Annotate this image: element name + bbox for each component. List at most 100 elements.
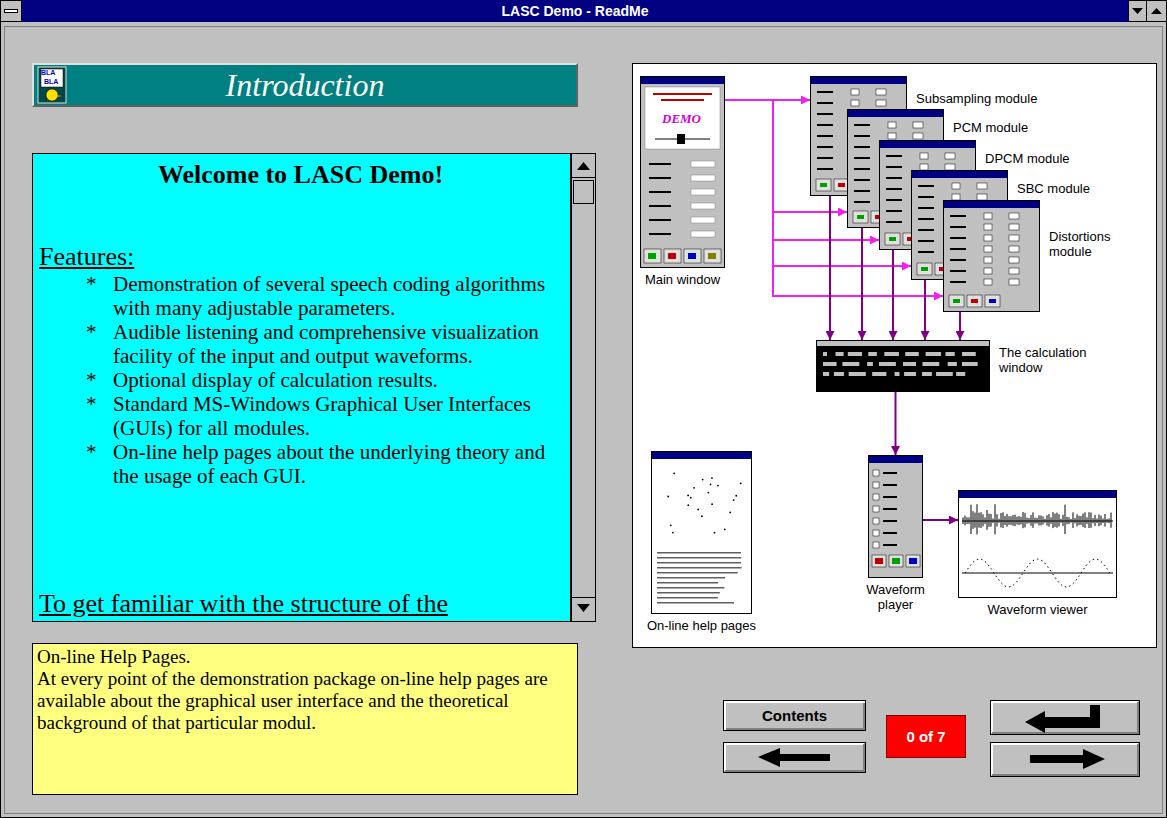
- waveform-stroke: [995, 504, 996, 534]
- mini-text: [918, 196, 934, 198]
- flow-arrow: [923, 519, 958, 521]
- waveform-stroke: [1017, 517, 1018, 525]
- player-thumb: Waveform player: [868, 455, 923, 578]
- mini-text: [649, 163, 671, 165]
- mini-title-bar: [641, 77, 724, 84]
- plot-dot: [740, 483, 742, 485]
- mini-text: [883, 472, 897, 474]
- last-text: To get familiar with the structure of th…: [39, 589, 562, 619]
- mini-field: [851, 100, 859, 106]
- mini-field: [977, 183, 987, 189]
- console-text: [926, 352, 941, 356]
- banner: Introduction: [32, 63, 578, 107]
- mini-field: [984, 246, 992, 252]
- button-highlight: [725, 744, 864, 771]
- flow-arrow: [861, 228, 863, 340]
- waveform-stroke: [1081, 516, 1082, 525]
- diagram-panel: [633, 64, 1157, 648]
- mini-text: [886, 210, 902, 212]
- calculation-window-thumb: The calculation window: [816, 340, 990, 392]
- mini-text: [918, 185, 934, 187]
- plot-dot: [693, 487, 695, 489]
- help-text-line: [657, 572, 738, 574]
- waveform-stroke: [1079, 516, 1080, 525]
- waveform-stroke: [1097, 518, 1098, 523]
- waveform-stroke: [1091, 513, 1092, 528]
- help-page-thumb: On-line help pages: [651, 451, 752, 614]
- mini-text: [883, 520, 897, 522]
- mini-text: [817, 113, 833, 115]
- yt-text: On-line Help Pages.: [37, 646, 573, 668]
- mini-text: [883, 484, 897, 486]
- mini-field: [984, 257, 992, 263]
- mini-button-icon: [648, 253, 656, 259]
- plot-dot: [670, 524, 672, 526]
- mini-text: [854, 201, 870, 203]
- control-box: [1, 1, 22, 22]
- console-text: [945, 352, 954, 356]
- mini-field: [1009, 279, 1019, 285]
- console-text: [823, 362, 837, 366]
- redt-text: 0 of 7: [906, 728, 945, 745]
- mini-text: [918, 240, 934, 242]
- left-arrow: [758, 748, 830, 767]
- waveform-stroke: [1041, 515, 1042, 525]
- mini-text: [817, 124, 833, 126]
- flow-arrow: [924, 280, 926, 340]
- plot-dot: [717, 485, 719, 487]
- mini-title-bar: [848, 110, 943, 117]
- waveform-stroke: [1019, 516, 1020, 525]
- plot-dot: [667, 496, 669, 498]
- mini-text: [649, 233, 671, 235]
- mini-field: [851, 89, 859, 95]
- mini-text: [817, 146, 833, 148]
- waveform-stroke: [965, 516, 966, 526]
- mini-text: [950, 259, 966, 261]
- mini-title-bar: [652, 452, 751, 459]
- mini-button: [684, 249, 701, 263]
- plot-dot: [707, 492, 709, 494]
- console-text: [868, 352, 877, 356]
- mini-button-icon: [909, 558, 917, 564]
- button-shadow: [725, 744, 864, 771]
- flow-arrow: [829, 196, 831, 340]
- right-arrow: [1030, 749, 1105, 769]
- mini-field: [876, 100, 886, 106]
- cap-right-text: SBC module: [1017, 181, 1090, 196]
- mini-button-icon: [892, 558, 900, 564]
- mini-field: [984, 235, 992, 241]
- waveform-stroke: [1103, 518, 1104, 523]
- waveform-stroke: [997, 514, 998, 526]
- cap-below-text: Waveform player: [860, 582, 932, 612]
- console-text: [903, 362, 916, 366]
- mini-title-bar: [880, 141, 975, 148]
- mini-title-bar: [811, 77, 906, 84]
- mini-button: [949, 295, 964, 307]
- cap-below-text: Main window: [623, 272, 743, 287]
- button-face: [991, 743, 1140, 777]
- bul-text: On-line help pages about the underlying …: [113, 440, 562, 488]
- help-text-line: [657, 592, 720, 594]
- help-text-line: [657, 557, 741, 559]
- mini-button: [664, 249, 681, 263]
- flow-arrow: [959, 312, 961, 340]
- button-highlight: [992, 702, 1138, 733]
- mini-text: [950, 237, 966, 239]
- mini-button-icon: [989, 299, 996, 303]
- mini-field: [984, 279, 992, 285]
- help-text-line: [657, 582, 718, 584]
- cap-below-text: Waveform viewer: [963, 602, 1113, 617]
- button-face: [724, 743, 866, 773]
- waveform-stroke: [1025, 513, 1026, 528]
- mini-title-bar: [959, 491, 1116, 498]
- mini-text: [883, 544, 897, 546]
- mini-button: [917, 263, 932, 275]
- mini-button: [853, 211, 868, 223]
- mini-text: [649, 205, 671, 207]
- window-title: LASC Demo - ReadMe: [501, 3, 648, 19]
- waveform-stroke: [989, 514, 990, 527]
- waveform-stroke: [1023, 512, 1024, 528]
- bul-text: Demonstration of several speech coding a…: [113, 272, 562, 320]
- waveform-stroke: [987, 510, 988, 530]
- waveform-stroke: [1065, 505, 1066, 534]
